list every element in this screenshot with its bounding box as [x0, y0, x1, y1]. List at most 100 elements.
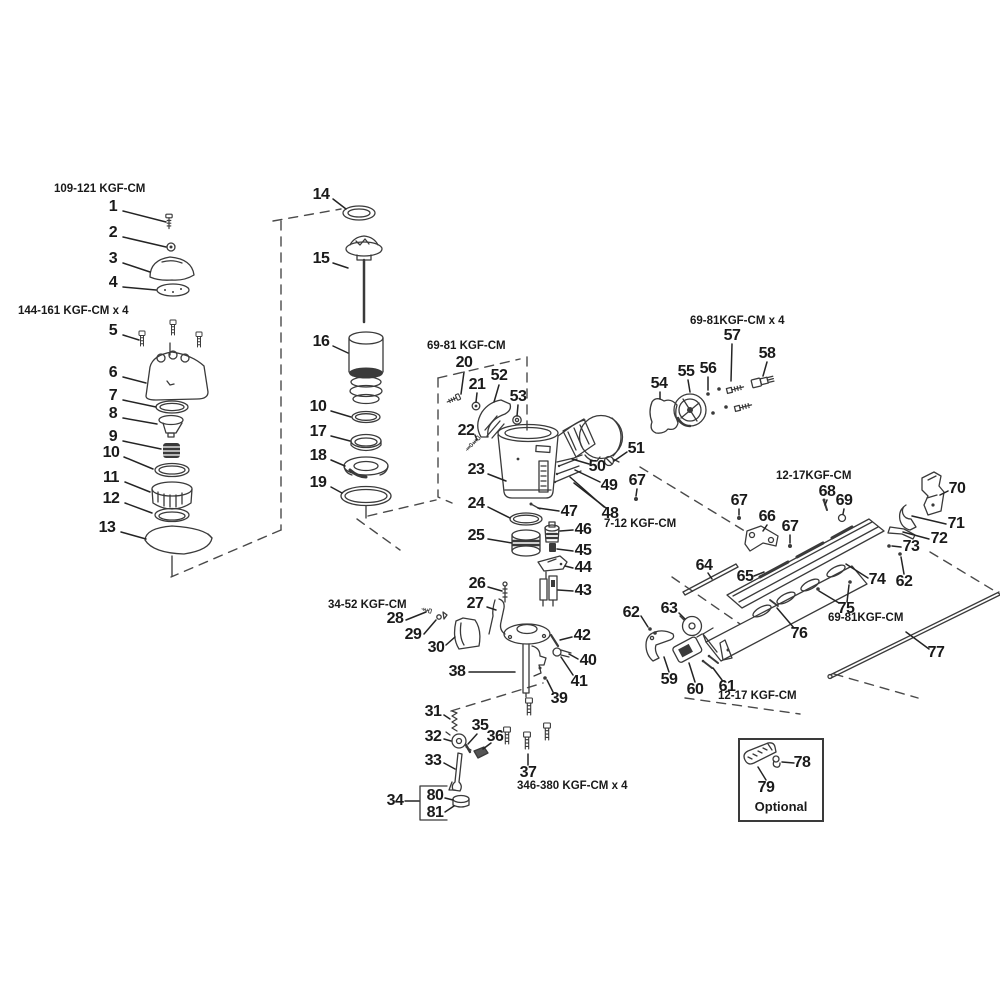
leader-line: [537, 507, 560, 512]
part-drawing-bracket-66: [744, 525, 779, 552]
part-label-63: 63: [660, 600, 678, 617]
part-label-41: 41: [570, 673, 588, 690]
part-drawing-nut-2: [166, 242, 176, 252]
part-label-77: 77: [927, 644, 945, 661]
leader-line: [443, 762, 456, 770]
part-label-74: 74: [868, 571, 886, 588]
leader-line: [842, 508, 845, 515]
part-drawing-top-cap-6: [145, 350, 209, 401]
part-label-6: 6: [108, 364, 118, 381]
leader-line: [423, 619, 437, 635]
part-drawing-ring-12: [154, 507, 190, 523]
leader-line: [757, 766, 767, 781]
part-drawing-oring-14: [342, 205, 376, 221]
part-drawing-bumper-80-81: [452, 794, 470, 808]
leader-line: [330, 410, 352, 418]
part-label-56: 56: [699, 360, 717, 377]
part-label-57: 57: [723, 327, 741, 344]
leader-line: [762, 524, 768, 532]
part-label-45: 45: [574, 542, 592, 559]
part-label-32: 32: [424, 728, 442, 745]
part-label-42: 42: [573, 627, 591, 644]
part-label-79: 79: [757, 779, 775, 796]
part-drawing-latch-70: [921, 471, 945, 516]
part-label-54: 54: [650, 375, 668, 392]
leader-line: [123, 456, 154, 470]
torque-label-3: 69-81KGF-CM x 4: [690, 315, 785, 327]
part-drawing-piston-25: [511, 529, 541, 557]
part-label-11: 11: [103, 469, 119, 486]
leader-line: [122, 262, 151, 273]
part-label-52: 52: [490, 367, 508, 384]
leader-line: [824, 499, 828, 506]
part-label-78: 78: [793, 754, 811, 771]
leader-line: [445, 636, 456, 646]
part-drawing-gasket-13: [144, 525, 213, 577]
part-drawing-dots-67: [634, 497, 792, 548]
torque-label-2: 69-81 KGF-CM: [427, 340, 506, 352]
part-label-72: 72: [930, 530, 948, 547]
leader-line: [122, 334, 140, 341]
part-drawing-bits-29: [436, 611, 448, 620]
part-label-69: 69: [835, 492, 853, 509]
part-label-67: 67: [730, 492, 748, 509]
part-label-46: 46: [574, 521, 592, 538]
part-label-40: 40: [579, 652, 597, 669]
leader-line: [571, 458, 590, 465]
leader-line: [122, 417, 158, 425]
part-drawing-contact-arm-33: [448, 752, 463, 792]
leader-line: [330, 486, 343, 494]
part-drawing-rail-64: [682, 563, 739, 596]
part-label-15: 15: [312, 250, 330, 267]
part-label-43: 43: [574, 582, 592, 599]
leader-line: [568, 653, 579, 660]
part-drawing-oring-19: [340, 485, 392, 519]
part-label-23: 23: [467, 461, 485, 478]
part-drawing-lever-27: [488, 598, 506, 635]
part-label-20: 20: [455, 354, 473, 371]
leader-line: [460, 371, 465, 395]
leader-line: [332, 345, 349, 354]
part-label-55: 55: [677, 363, 695, 380]
leader-line: [405, 611, 427, 621]
part-label-26: 26: [468, 575, 486, 592]
part-drawing-valve-8: [158, 414, 184, 438]
part-label-53: 53: [509, 388, 527, 405]
part-label-24: 24: [467, 495, 485, 512]
leader-line: [846, 584, 850, 603]
leader-line: [730, 343, 733, 382]
part-label-70: 70: [948, 480, 966, 497]
torque-label-4: 12-17KGF-CM: [776, 470, 852, 482]
part-drawing-valve-46: [544, 521, 560, 543]
part-label-81: 81: [426, 804, 444, 821]
leader-line: [487, 473, 507, 482]
leader-line: [444, 805, 455, 813]
part-drawing-pin-26: [502, 581, 508, 603]
part-drawing-oring-24: [509, 512, 543, 526]
part-label-75: 75: [837, 600, 855, 617]
leader-line: [487, 506, 511, 519]
part-drawing-screws-75-76: [769, 580, 852, 607]
part-drawing-valve-stem-15: [345, 235, 383, 324]
leader-line: [330, 459, 346, 467]
leader-line: [546, 679, 554, 693]
part-label-58: 58: [758, 345, 776, 362]
part-drawing-screw-78: [772, 755, 781, 768]
part-drawing-magazine-74: [702, 518, 885, 662]
part-label-76: 76: [790, 625, 808, 642]
part-label-16: 16: [312, 333, 330, 350]
part-label-71: 71: [947, 515, 965, 532]
part-drawing-no-mar-tip-79: [743, 742, 777, 765]
part-drawing-deflector-52: [477, 399, 512, 439]
leader-line: [564, 565, 574, 569]
part-label-67: 67: [781, 518, 799, 535]
leader-line: [124, 481, 151, 493]
part-label-36: 36: [486, 728, 504, 745]
torque-label-7: 12-17 KGF-CM: [718, 690, 797, 702]
leader-line: [556, 548, 574, 552]
part-drawing-hook-71: [898, 504, 917, 531]
optional-kit-label: Optional: [754, 799, 808, 814]
part-label-21: 21: [468, 376, 486, 393]
leader-line: [330, 435, 351, 442]
